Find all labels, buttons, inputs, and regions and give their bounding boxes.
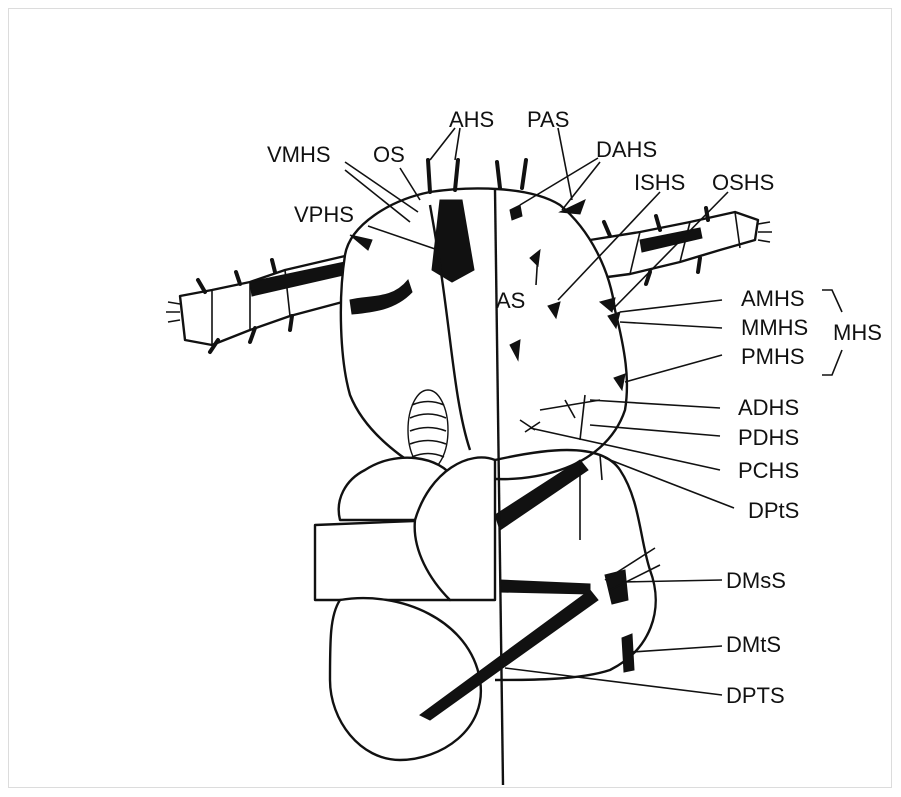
right-antenna xyxy=(590,208,772,284)
label-pmhs: PMHS xyxy=(741,344,805,369)
label-amhs: AMHS xyxy=(741,286,805,311)
label-mmhs: MMHS xyxy=(741,315,808,340)
label-oshs: OSHS xyxy=(712,170,774,195)
label-ahs: AHS xyxy=(449,107,494,132)
label-dahs: DAHS xyxy=(596,137,657,162)
label-os: OS xyxy=(373,142,405,167)
label-dpts-lower: DPtS xyxy=(748,498,799,523)
label-vphs: VPHS xyxy=(294,202,354,227)
label-pdhs: PDHS xyxy=(738,425,799,450)
label-adhs: ADHS xyxy=(738,395,799,420)
label-vmhs: VMHS xyxy=(267,142,331,167)
label-dmts: DMtS xyxy=(726,632,781,657)
label-pchs: PCHS xyxy=(738,458,799,483)
label-dmss: DMsS xyxy=(726,568,786,593)
label-dpts-upper: DPTS xyxy=(726,683,785,708)
head-capsule xyxy=(341,160,627,479)
label-pas: PAS xyxy=(527,107,569,132)
label-as: AS xyxy=(496,288,525,313)
label-mhs: MHS xyxy=(833,320,882,345)
thorax-left xyxy=(315,458,598,761)
label-ishs: ISHS xyxy=(634,170,685,195)
